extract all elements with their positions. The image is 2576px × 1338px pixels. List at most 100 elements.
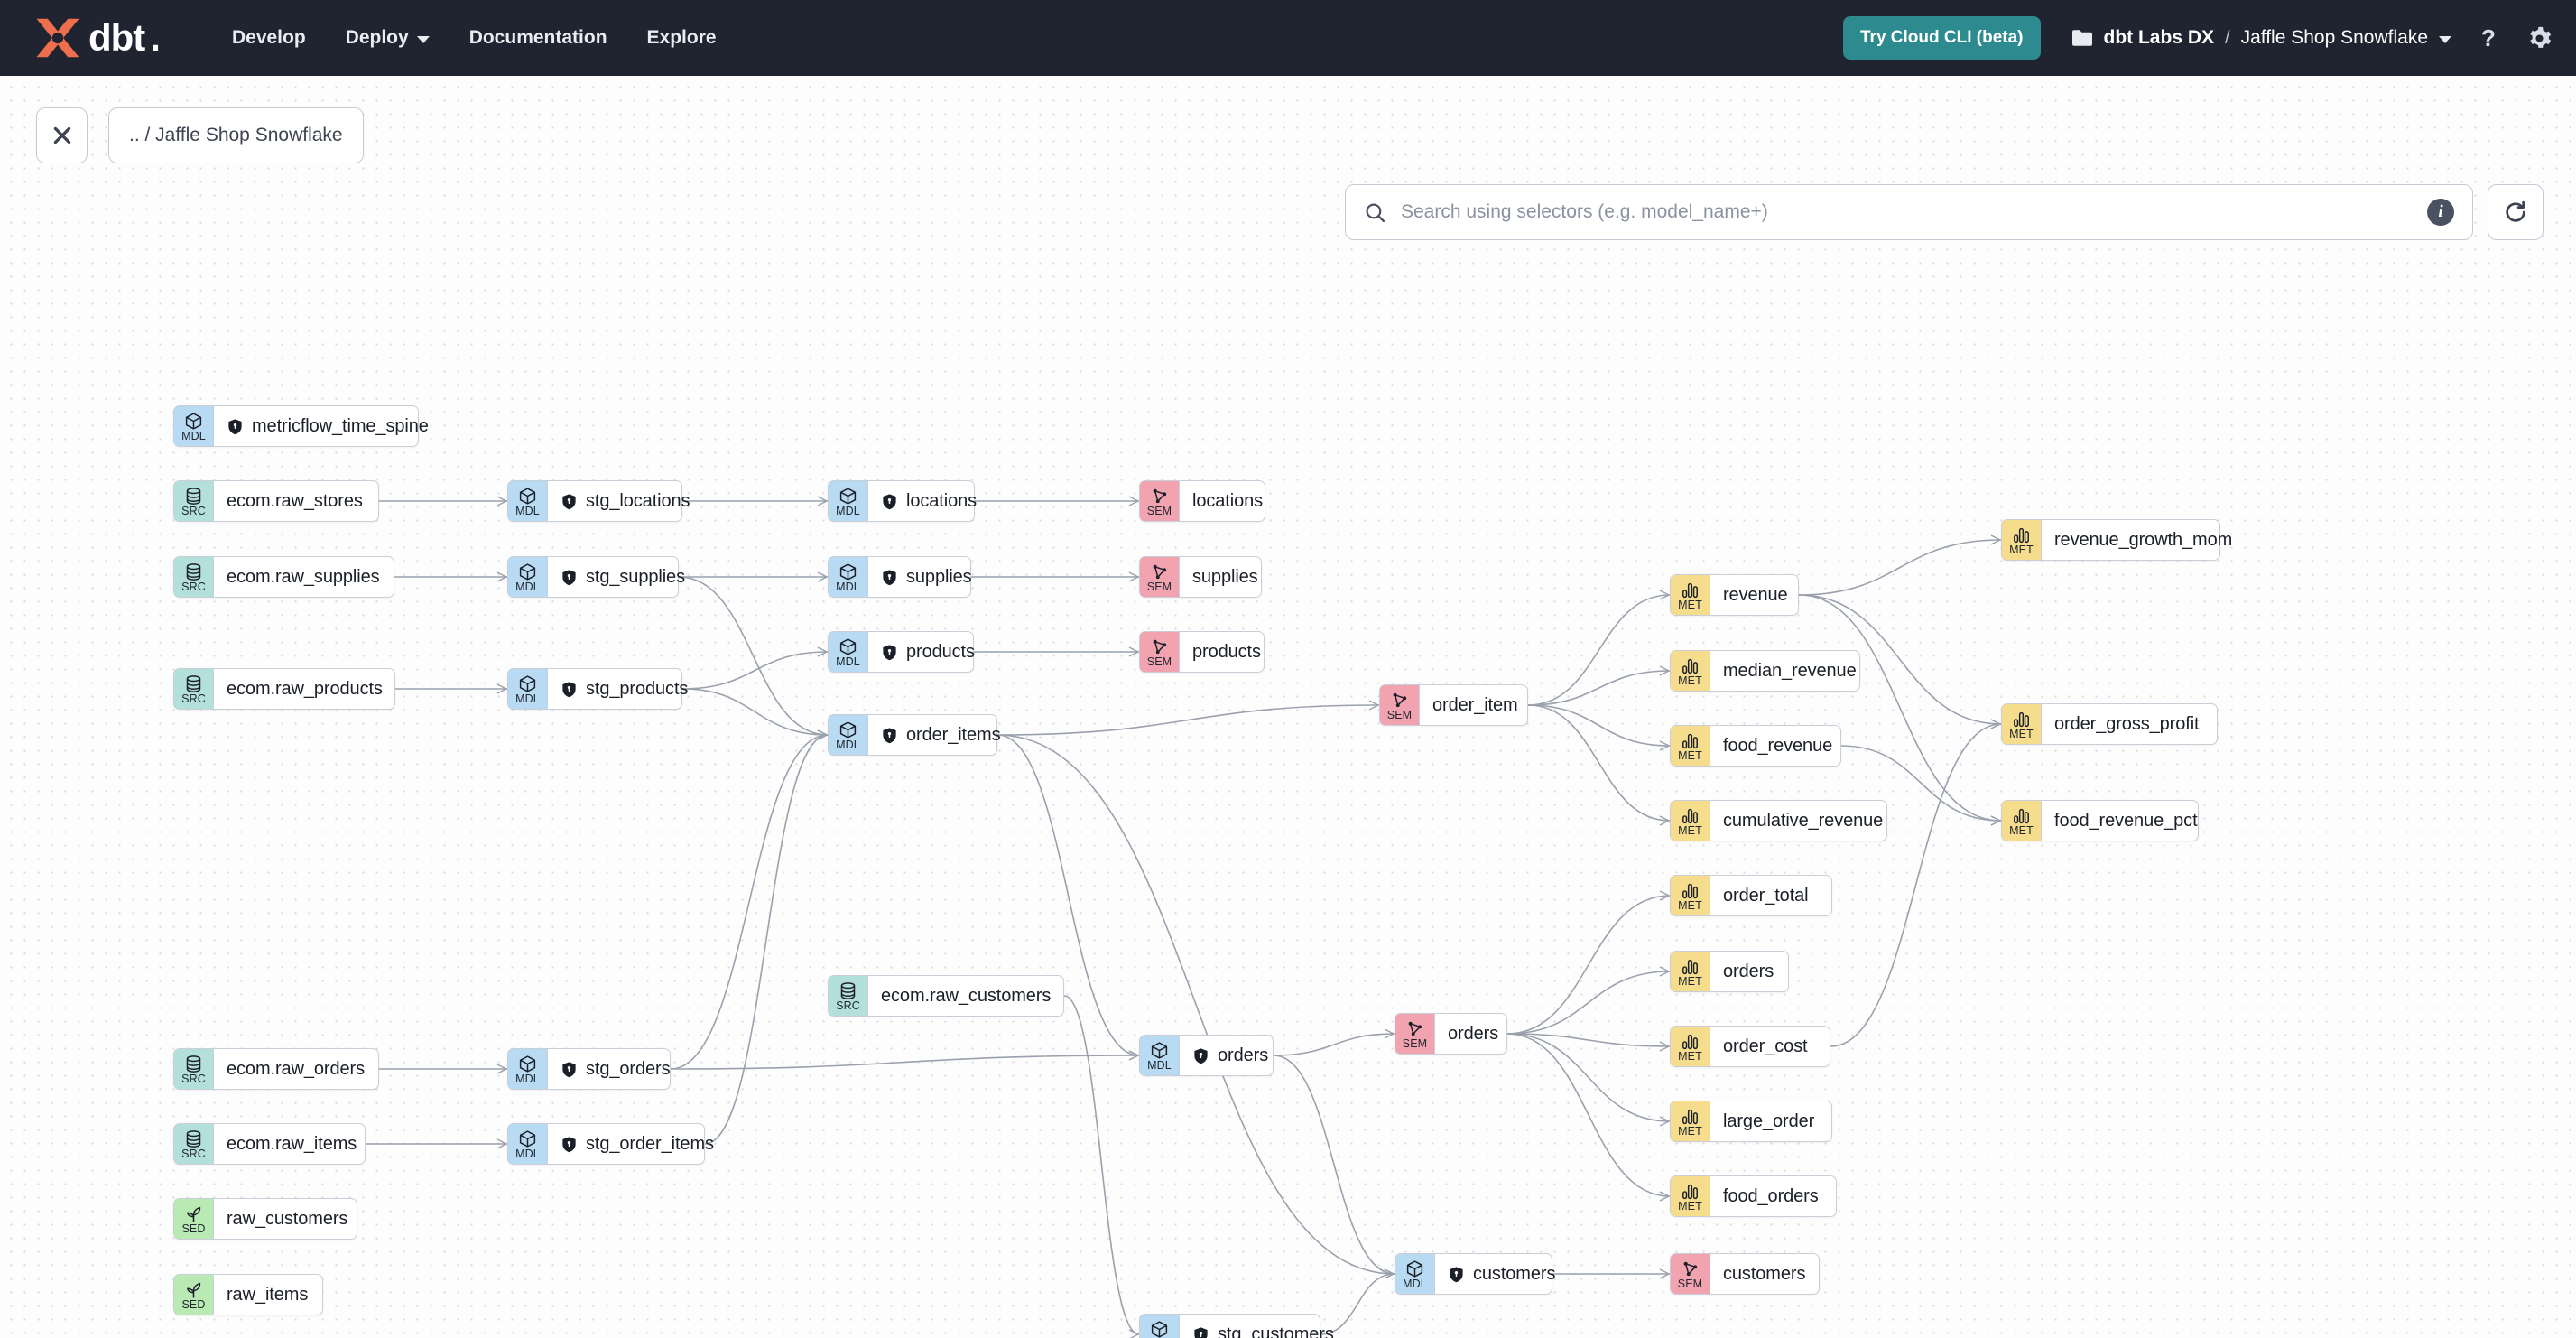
- project-chevron-down-icon[interactable]: [2439, 36, 2451, 43]
- breadcrumb-label: .. / Jaffle Shop Snowflake: [129, 125, 343, 145]
- node-type-label: MDL: [515, 1148, 540, 1160]
- bar-chart-icon: [1682, 582, 1698, 599]
- node-type-badge-sed: SED: [174, 1199, 214, 1239]
- node-type-label: MDL: [836, 505, 860, 517]
- node-label: stg_products: [586, 678, 689, 699]
- node-type-label: SEM: [1146, 505, 1172, 517]
- help-icon[interactable]: ?: [2481, 23, 2496, 51]
- nav-item-explore[interactable]: Explore: [627, 18, 737, 58]
- node-body: orders: [1435, 1014, 1513, 1054]
- graph-node-sem-products[interactable]: SEM products: [1139, 631, 1265, 673]
- node-type-label: SEM: [1386, 709, 1413, 721]
- graph-node-ecom-raw-products[interactable]: SRC ecom.raw_products: [173, 668, 395, 710]
- nav-item-documentation[interactable]: Documentation: [449, 18, 627, 58]
- nav-item-deploy[interactable]: Deploy: [326, 18, 449, 58]
- search-input[interactable]: [1399, 200, 2427, 224]
- search-container[interactable]: i: [1345, 184, 2473, 240]
- node-type-icon: [518, 487, 537, 506]
- node-type-badge-sem: SEM: [1140, 632, 1180, 672]
- node-body: stg_supplies: [548, 557, 700, 597]
- refresh-button[interactable]: [2488, 184, 2544, 240]
- node-type-badge-mdl: MDL: [508, 481, 548, 521]
- public-shield-icon: [562, 569, 576, 585]
- graph-node-customers-model[interactable]: MDL customers: [1395, 1253, 1556, 1295]
- node-type-label: MET: [1678, 824, 1702, 837]
- primary-nav: Develop Deploy Documentation Explore: [212, 18, 737, 58]
- node-label: revenue: [1723, 584, 1788, 605]
- node-type-badge-mdl: MDL: [508, 1124, 548, 1164]
- node-label: products: [1192, 641, 1261, 662]
- node-body: orders: [1180, 1036, 1283, 1075]
- lineage-canvas[interactable]: .. / Jaffle Shop Snowflake i MDLmetricfl…: [0, 76, 2576, 1338]
- account-name[interactable]: dbt Labs DX: [2103, 27, 2215, 48]
- breadcrumb-separator: /: [2225, 27, 2230, 48]
- node-type-label: SRC: [181, 1148, 206, 1160]
- node-label: ecom.raw_products: [227, 678, 383, 699]
- node-type-badge-src: SRC: [829, 976, 868, 1016]
- nav-right-cluster: Try Cloud CLI (beta) dbt Labs DX / Jaffl…: [1843, 16, 2553, 60]
- breadcrumb-button[interactable]: .. / Jaffle Shop Snowflake: [108, 107, 364, 163]
- node-type-badge-mdl: MDL: [829, 632, 868, 672]
- node-type-label: SEM: [1402, 1037, 1428, 1050]
- cube-icon: [185, 413, 202, 430]
- node-type-badge-src: SRC: [174, 669, 214, 709]
- graph-node-met-revenue[interactable]: MET revenue: [1670, 574, 1799, 616]
- close-button[interactable]: [36, 107, 88, 163]
- try-cloud-cli-button[interactable]: Try Cloud CLI (beta): [1843, 16, 2041, 60]
- gear-icon[interactable]: [2525, 24, 2553, 51]
- node-type-badge-mdl: MDL: [1395, 1254, 1435, 1294]
- nav-item-develop[interactable]: Develop: [212, 18, 326, 58]
- project-name[interactable]: Jaffle Shop Snowflake: [2240, 27, 2428, 48]
- node-body: products: [868, 632, 989, 672]
- node-type-badge-met: MET: [1671, 1101, 1710, 1141]
- node-type-badge-sem: SEM: [1380, 685, 1420, 725]
- public-shield-icon: [883, 644, 896, 660]
- nav-item-documentation-label: Documentation: [468, 27, 607, 48]
- bar-chart-icon: [1682, 1184, 1698, 1200]
- node-type-label: MET: [1678, 599, 1702, 611]
- node-label: customers: [1473, 1263, 1556, 1284]
- cube-icon: [839, 488, 857, 505]
- info-icon[interactable]: i: [2427, 199, 2454, 226]
- node-body: stg_order_items: [548, 1124, 728, 1164]
- dbt-logo[interactable]: dbt .: [32, 14, 161, 61]
- node-type-icon: [184, 1055, 203, 1073]
- cube-icon: [519, 1130, 536, 1148]
